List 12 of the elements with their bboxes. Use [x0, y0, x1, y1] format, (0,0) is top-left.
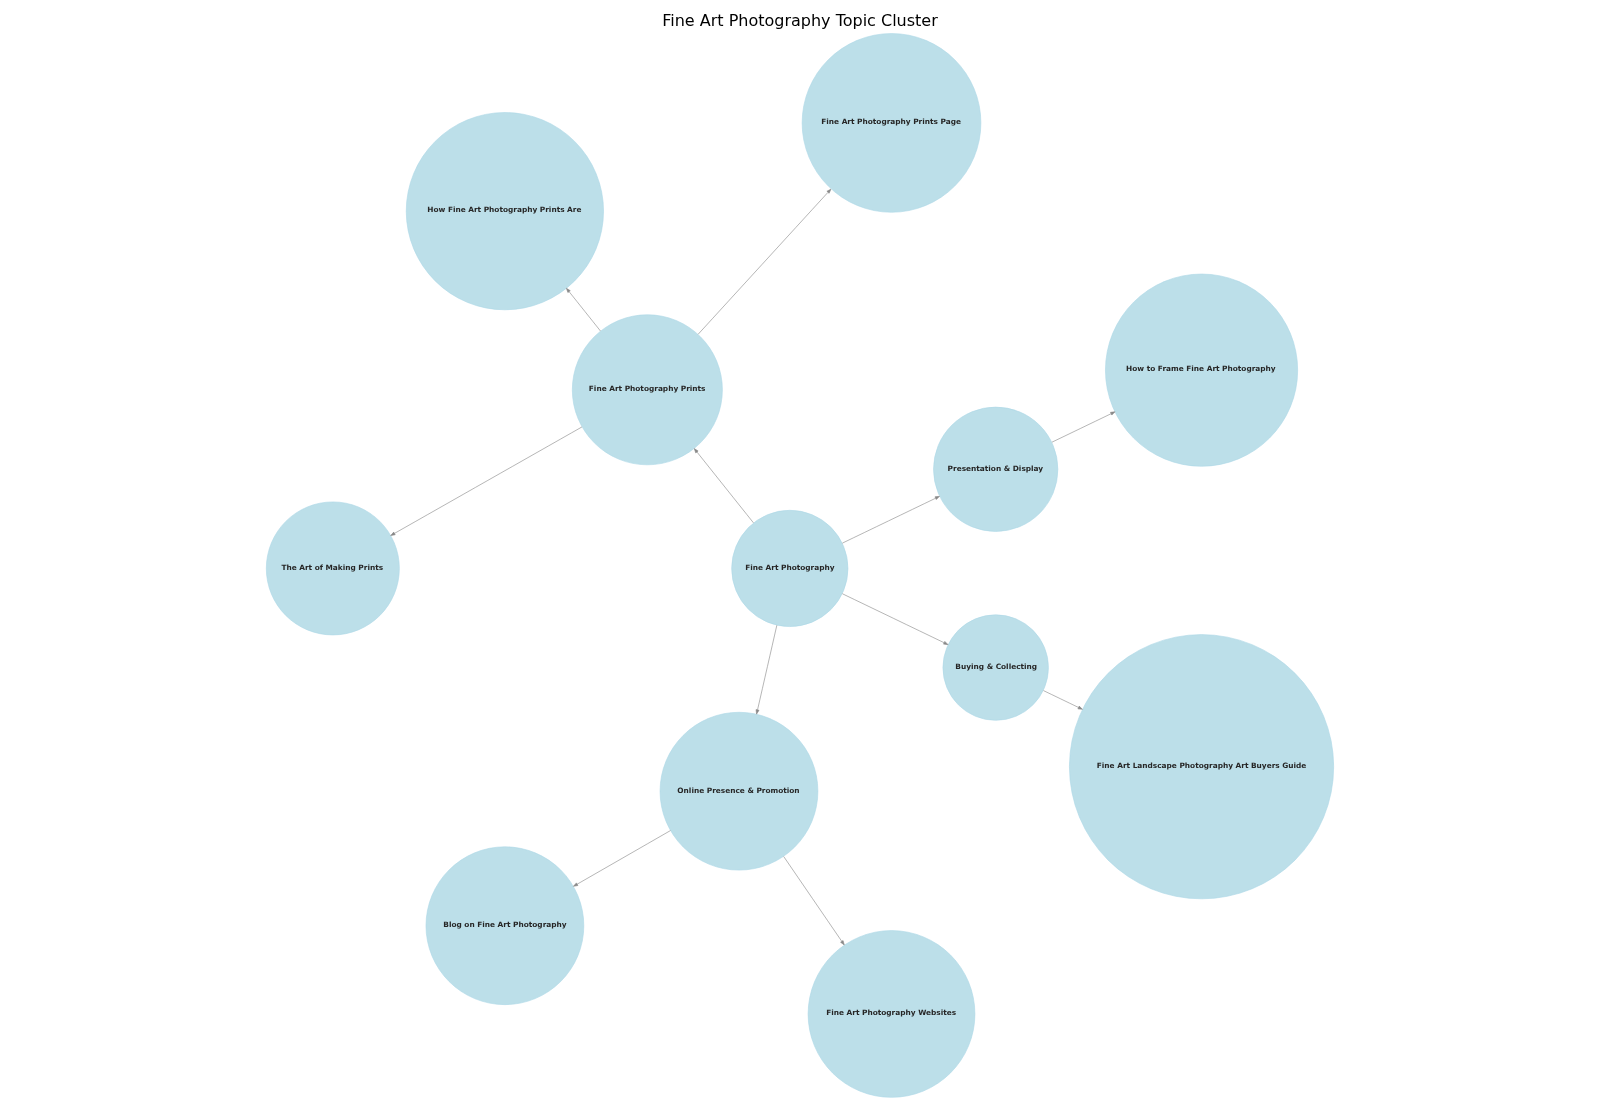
diagram-title: Fine Art Photography Topic Cluster	[662, 10, 938, 30]
arrow	[783, 856, 845, 946]
arrow	[1051, 411, 1116, 443]
arrow	[693, 448, 754, 524]
arrow	[573, 830, 671, 887]
arrow	[566, 287, 601, 332]
arrow	[842, 496, 940, 544]
arrow	[697, 188, 832, 335]
arrow	[390, 426, 583, 536]
arrow	[1043, 690, 1083, 710]
arrow	[755, 624, 778, 715]
arrow	[842, 593, 949, 645]
